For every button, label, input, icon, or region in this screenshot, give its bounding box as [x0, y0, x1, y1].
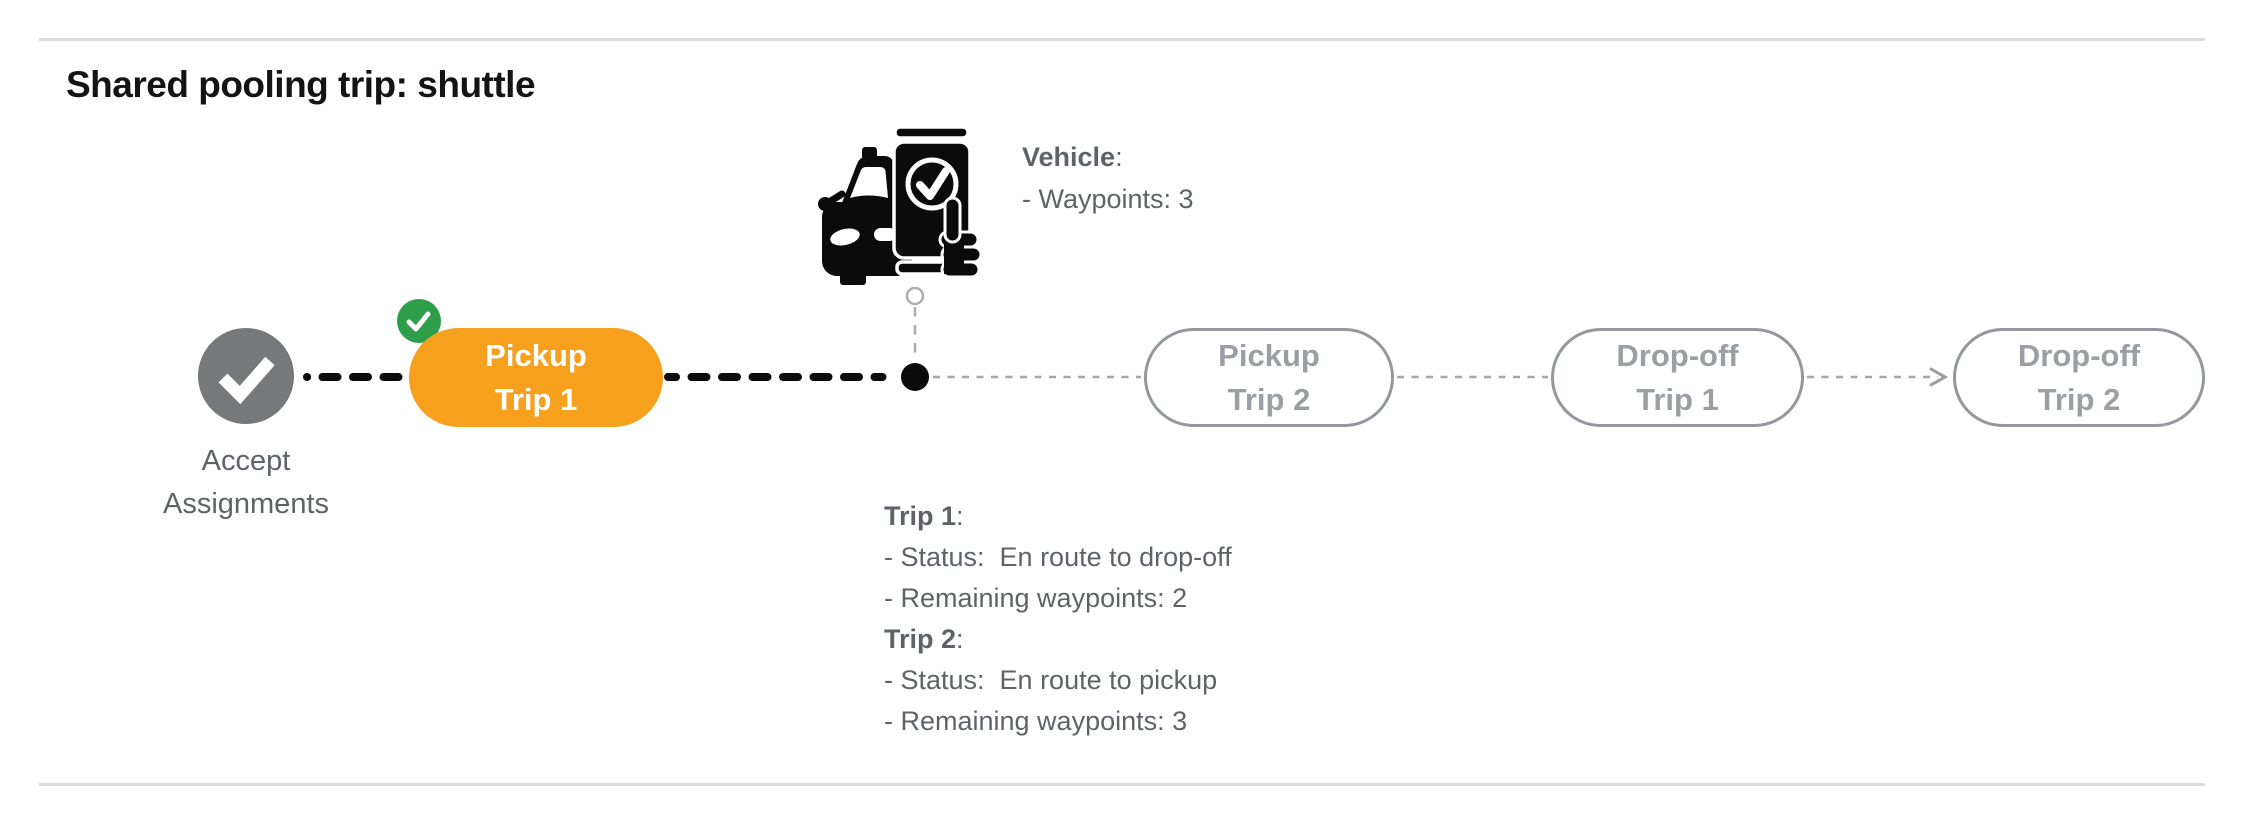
trip-info-panel: Trip 1: - Status: En route to drop-off -…	[884, 496, 1232, 742]
completed-badge	[397, 299, 441, 343]
trip1-waypoints-line: - Remaining waypoints: 2	[884, 583, 1188, 613]
vehicle-position-marker	[818, 124, 983, 288]
accept-label-line2: Assignments	[162, 488, 329, 520]
pointing-hand-icon	[938, 196, 983, 279]
taxi-icon	[818, 147, 912, 285]
trip2-colon: :	[956, 624, 964, 654]
pill-label-line1: Pickup	[485, 337, 587, 373]
trip1-heading: Trip 1:	[884, 496, 1232, 537]
pill-label-line2: Trip 2	[1227, 381, 1311, 417]
pill-label-line2: Trip 1	[494, 381, 578, 417]
bottom-divider	[39, 783, 2205, 786]
trip1-colon: :	[956, 501, 964, 531]
accept-assignments-label: Accept Assignments	[86, 440, 406, 526]
current-position-dot	[901, 363, 929, 391]
trip2-waypoints-line: - Remaining waypoints: 3	[884, 706, 1188, 736]
trip1-name: Trip 1	[884, 501, 957, 531]
accept-label-line1: Accept	[201, 445, 291, 477]
trip1-status-line: - Status: En route to drop-off	[884, 542, 1232, 572]
arrowhead-icon	[1929, 367, 1949, 387]
accepted-check-icon	[905, 157, 959, 211]
vehicle-info-colon: :	[1115, 142, 1123, 172]
timeline-node-accept-assignments[interactable]	[198, 328, 294, 424]
trip2-status-line: - Status: En route to pickup	[884, 665, 1218, 695]
pill-label-line1: Drop-off	[1616, 337, 1739, 373]
vehicle-waypoints-line: - Waypoints: 3	[1022, 184, 1194, 214]
top-divider	[39, 38, 2205, 41]
timeline-node-dropoff-trip-1[interactable]: Drop-off Trip 1	[1551, 328, 1804, 427]
car-phone-accept-icon	[818, 125, 983, 285]
timeline-node-dropoff-trip-2[interactable]: Drop-off Trip 2	[1953, 328, 2205, 427]
pill-label-line2: Trip 1	[1636, 381, 1719, 417]
timeline-node-pickup-trip-1[interactable]: Pickup Trip 1	[409, 328, 663, 427]
trip2-heading: Trip 2:	[884, 619, 1232, 660]
vehicle-stem-circle	[905, 286, 925, 306]
pill-label-line1: Pickup	[1218, 337, 1320, 373]
pill-label-line2: Trip 2	[2037, 381, 2121, 417]
vehicle-info-panel: Vehicle: - Waypoints: 3	[1022, 136, 1194, 220]
trip2-name: Trip 2	[884, 624, 957, 654]
timeline-node-pickup-trip-2[interactable]: Pickup Trip 2	[1144, 328, 1394, 427]
vehicle-info-heading: Vehicle:	[1022, 136, 1194, 178]
gray-check-circle-icon	[198, 328, 294, 424]
pill-label-line1: Drop-off	[2017, 337, 2141, 373]
vehicle-info-name: Vehicle	[1022, 142, 1116, 172]
green-check-badge-icon	[397, 299, 441, 343]
page-title: Shared pooling trip: shuttle	[66, 64, 536, 105]
